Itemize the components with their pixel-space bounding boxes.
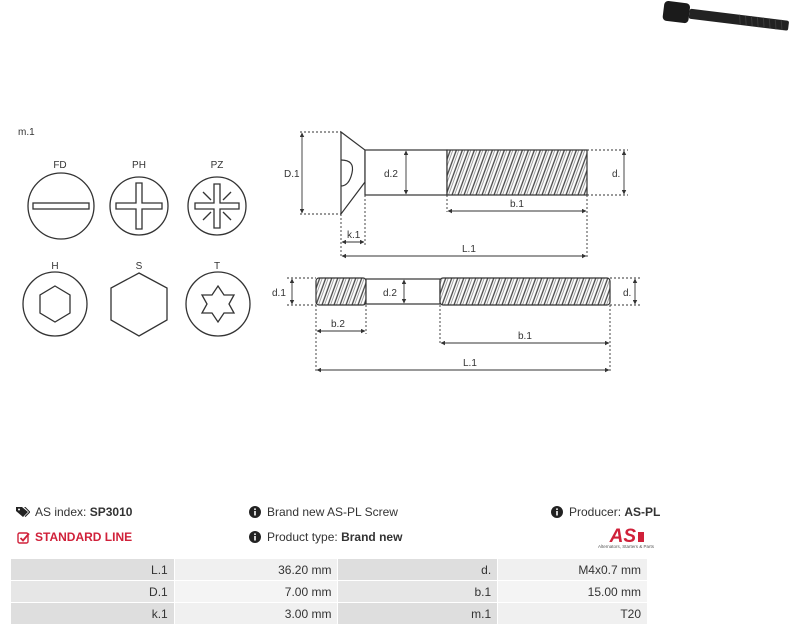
table-row: L.1 36.20 mm d. M4x0.7 mm: [10, 558, 648, 581]
tags-icon: [16, 505, 30, 519]
producer: Producer: AS-PL: [550, 505, 660, 519]
spec-value: 36.20 mm: [173, 558, 339, 581]
dim-stud-d2: d.2: [383, 288, 397, 299]
countersunk-screw-drawing: [299, 130, 628, 259]
head-label-ph: PH: [132, 160, 146, 171]
info-icon: [248, 505, 262, 519]
spec-value: 7.00 mm: [173, 580, 339, 603]
dim-b1: b.1: [510, 199, 524, 210]
torx-head-icon: [185, 271, 251, 337]
spec-value: 3.00 mm: [173, 602, 339, 625]
table-row: D.1 7.00 mm b.1 15.00 mm: [10, 580, 648, 603]
spec-label: d.: [337, 558, 499, 581]
table-row: k.1 3.00 mm m.1 T20: [10, 602, 648, 625]
spec-label: L.1: [10, 558, 175, 581]
standard-line-text: STANDARD LINE: [35, 530, 133, 544]
spec-value: 15.00 mm: [497, 580, 648, 603]
spec-value: M4x0.7 mm: [497, 558, 648, 581]
dim-stud-b2: b.2: [331, 319, 345, 330]
head-label-s: S: [136, 261, 143, 272]
dim-stud-d: d.: [623, 288, 631, 299]
slot-head-icon: [27, 172, 95, 240]
product-type: Product type: Brand new: [248, 530, 402, 544]
product-type-value: Brand new: [341, 530, 403, 544]
dim-D1: D.1: [284, 169, 300, 180]
spec-label: m.1: [337, 602, 499, 625]
dim-stud-d1: d.1: [272, 288, 286, 299]
specs-table: L.1 36.20 mm d. M4x0.7 mm D.1 7.00 mm b.…: [10, 558, 648, 625]
dim-L1: L.1: [462, 244, 476, 255]
dim-k1: k.1: [347, 230, 361, 241]
stud-screw-drawing: [287, 277, 640, 373]
phillips-head-icon: [109, 176, 169, 236]
producer-logo: AS: [609, 526, 644, 547]
dim-d2: d.2: [384, 169, 398, 180]
head-label-pz: PZ: [211, 160, 224, 171]
dim-stud-b1: b.1: [518, 331, 532, 342]
hex-head-icon: [110, 272, 168, 337]
dim-d: d.: [612, 169, 620, 180]
as-index-value: SP3010: [89, 505, 133, 519]
standard-line: STANDARD LINE: [16, 530, 132, 544]
producer-label: Producer:: [569, 505, 622, 519]
spec-label: k.1: [10, 602, 175, 625]
description-text: Brand new AS-PL Screw: [267, 505, 398, 519]
info-icon: [550, 505, 564, 519]
heads-label: m.1: [18, 127, 35, 138]
as-index: AS index: SP3010: [16, 505, 132, 519]
description: Brand new AS-PL Screw: [248, 505, 398, 519]
dim-stud-L1: L.1: [463, 358, 477, 369]
product-photo: [662, 0, 789, 31]
checkbox-checked-icon: [16, 530, 30, 544]
hex-socket-head-icon: [22, 271, 88, 337]
pozidriv-head-icon: [187, 176, 247, 236]
technical-drawing: m.1 FD PH PZ H S T: [18, 127, 640, 373]
producer-value: AS-PL: [624, 505, 661, 519]
product-type-label: Product type:: [267, 530, 338, 544]
spec-label: b.1: [337, 580, 499, 603]
logo-text: AS: [609, 526, 637, 547]
spec-label: D.1: [10, 580, 175, 603]
head-label-t: T: [214, 261, 220, 272]
logo-tagline: Alternators, Starters & Parts: [597, 544, 654, 549]
spec-value: T20: [497, 602, 648, 625]
head-label-fd: FD: [53, 160, 66, 171]
head-label-h: H: [51, 261, 58, 272]
info-icon: [248, 530, 262, 544]
as-index-label: AS index:: [35, 505, 87, 519]
